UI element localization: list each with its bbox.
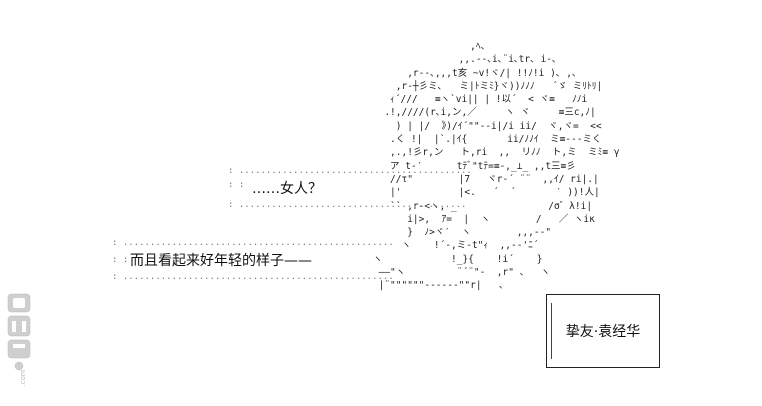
speech-dots-bottom: : ......................................… [228, 200, 467, 210]
svg-text:.com: .com [19, 369, 27, 386]
name-card: 挚友·袁经华 [546, 294, 660, 368]
speech-dots2-mid: : : [112, 255, 129, 265]
dm5-watermark-logo: .com [7, 293, 31, 387]
name-card-label: 挚友·袁经华 [565, 324, 641, 340]
dialogue-line-1: ……女人？ [252, 181, 322, 197]
name-card-divider [551, 303, 552, 359]
speech-dots-top: : ......................................… [228, 166, 472, 176]
ascii-art-character: ,ﾍ、 ,,.--､i､¨i､tr､ i-､ ,r--､,,,t亥 ~v!ヾ/|… [372, 41, 620, 292]
dialogue-line-2: 而且看起来好年轻的样子—— [130, 253, 312, 269]
speech-dots-mid: : : [228, 180, 245, 190]
speech-dots2-top: : ......................................… [112, 238, 394, 248]
speech-dots2-bottom: : ......................................… [112, 272, 394, 282]
